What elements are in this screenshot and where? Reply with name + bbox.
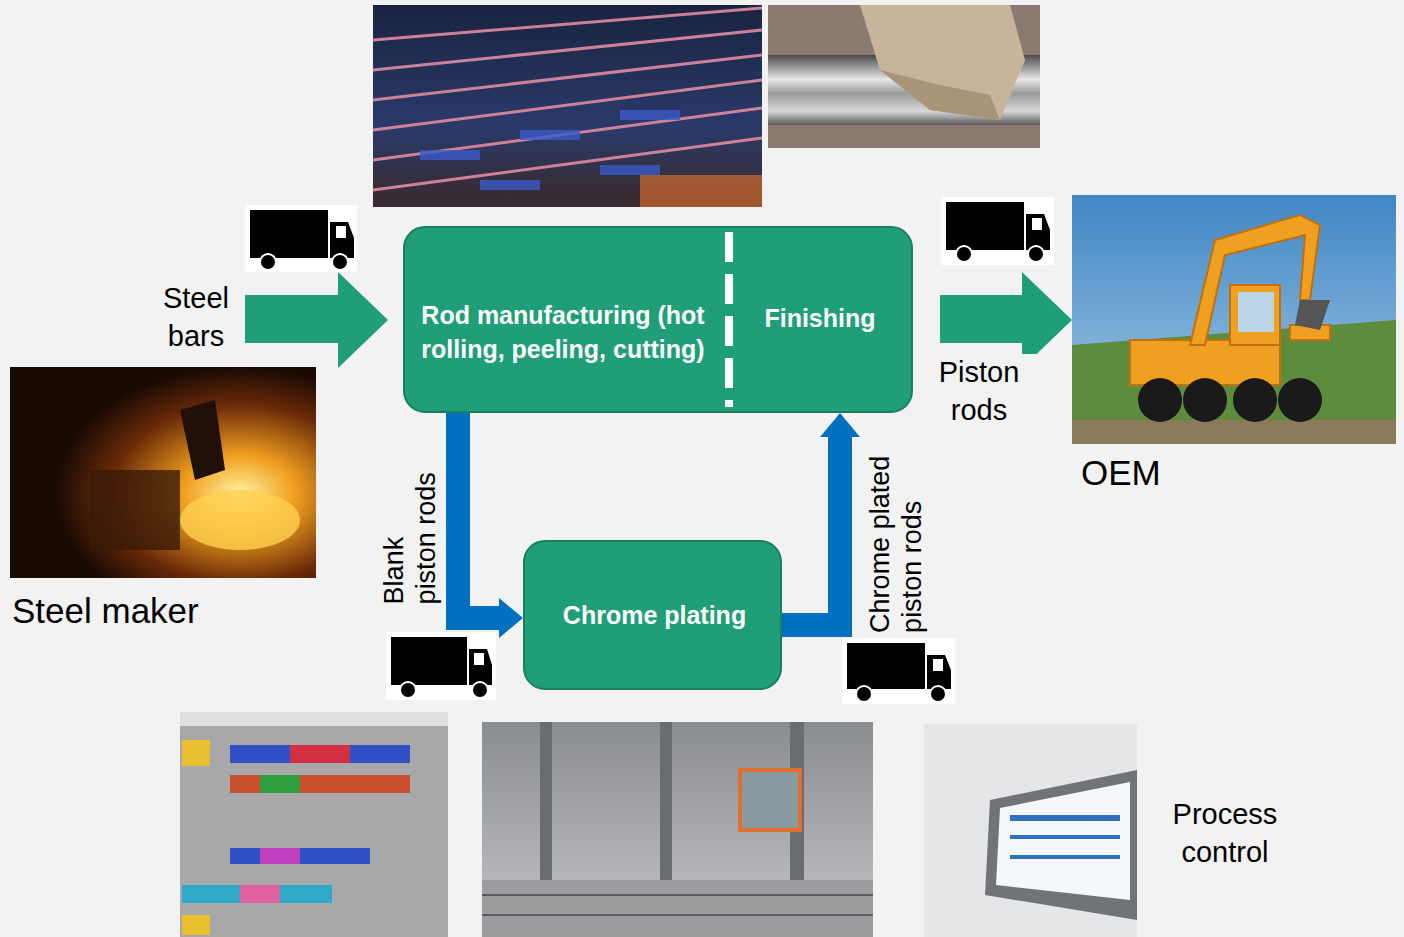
rolling-photo: [373, 5, 762, 207]
edge-label: Chrome plated piston rods: [864, 428, 929, 633]
dashed-divider: [723, 228, 735, 411]
truck-icon: [245, 205, 357, 272]
box-text: Finishing: [731, 301, 909, 335]
process-box: Rod manufacturing (hot rolling, peeling,…: [403, 226, 913, 413]
excavator-photo: [1072, 195, 1396, 444]
flow-connector: [458, 413, 523, 638]
truck-icon: [842, 638, 955, 704]
party-label: OEM: [1081, 450, 1201, 496]
flow-connector: [782, 413, 860, 625]
party-label: Steel maker: [12, 588, 312, 634]
supply-arrow: [245, 272, 388, 368]
caption-label: Process control: [1150, 796, 1300, 871]
rod-photo: [768, 5, 1040, 148]
flow-label: Steel bars: [150, 280, 242, 355]
truck-icon: [386, 632, 496, 700]
steel-maker-photo: [10, 367, 316, 578]
box-text: Rod manufacturing (hot rolling, peeling,…: [413, 298, 713, 366]
box-text: Chrome plating: [533, 598, 776, 632]
process-screenshot: [180, 712, 448, 937]
monitor-photo: [924, 724, 1137, 937]
flow-label: Piston rods: [922, 354, 1036, 429]
truck-icon: [941, 197, 1054, 265]
process-box: Chrome plating: [523, 540, 782, 690]
plating-hall-photo: [482, 722, 873, 937]
edge-label: Blank piston rods: [378, 468, 443, 604]
